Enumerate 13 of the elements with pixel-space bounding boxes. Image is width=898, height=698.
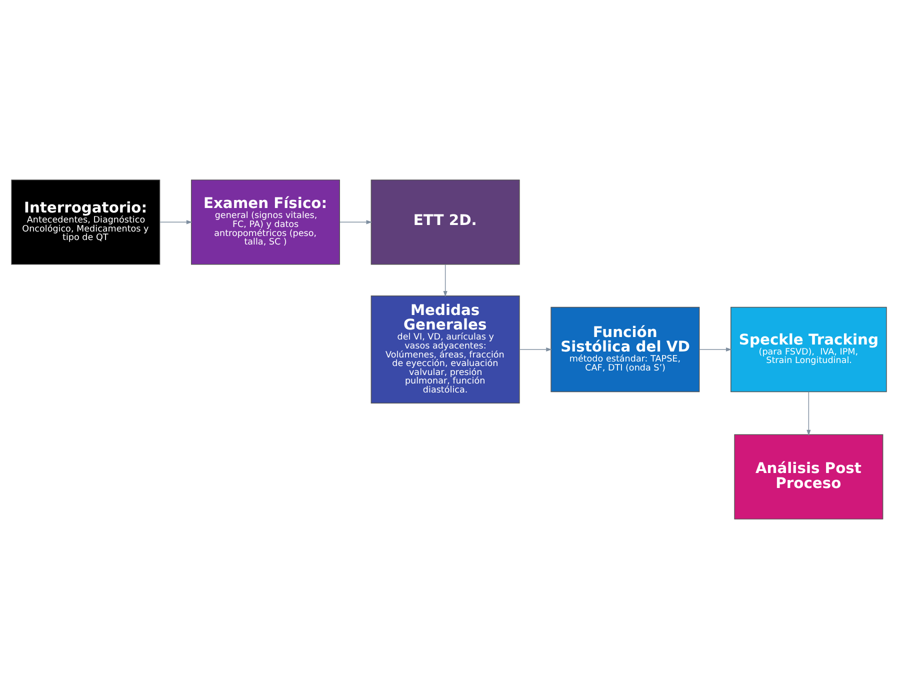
node-box: Interrogatorio: Antecedentes, Diagnóstico Oncológico, Medicamentos y tipo de QT bbox=[11, 179, 160, 264]
arrow bbox=[160, 220, 192, 224]
node-box: Speckle Tracking (para FSVD), IVA, IPM, Strain Longitudinal. bbox=[730, 306, 887, 392]
arrow bbox=[443, 264, 448, 296]
arrow bbox=[519, 346, 552, 352]
node-box: Medidas Generales del VI, VD, aurículas y vasos adyacentes: Volúmenes, áreas, fracción de eyección, evaluación valvular, presión pulmonar, función diastólica. bbox=[370, 295, 520, 403]
node-box: ETT 2D. bbox=[370, 179, 520, 264]
arrow bbox=[340, 220, 372, 224]
node-box: Función Sistólica del VD método estándar: TAPSE, CAF, DTI (onda S’) bbox=[550, 306, 700, 392]
arrow bbox=[699, 346, 732, 352]
node-box: Examen Físico: general (signos vitales, FC, PA) y datos antropométricos (peso, talla, SC ) bbox=[190, 179, 340, 264]
arrow bbox=[806, 390, 811, 436]
node-box: Análisis Post Proceso bbox=[734, 434, 884, 519]
